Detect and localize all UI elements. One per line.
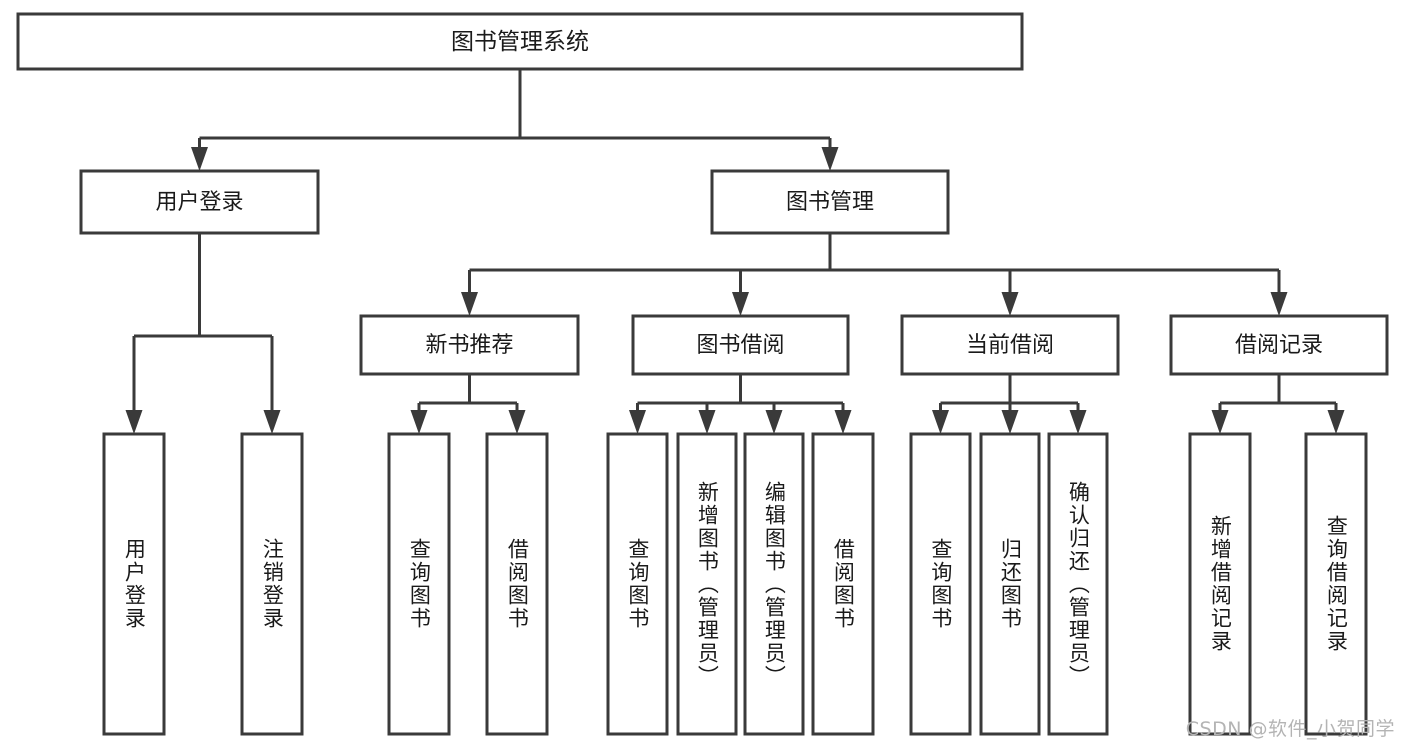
node-box-borrow-book-1[interactable] [485,432,549,736]
arrow-user-login-do-head [125,410,143,434]
node-box-query-borrow-record[interactable] [1304,432,1368,736]
node-box-root[interactable] [16,12,1024,71]
node-box-query-book-2[interactable] [606,432,669,736]
node-box-borrow-book-2[interactable] [811,432,875,736]
arrow-current-borrow-head [1001,292,1019,316]
arrow-confirm-return-head [1069,410,1087,434]
arrow-query-borrow-record-head [1327,410,1345,434]
node-box-current-borrow[interactable] [900,314,1120,376]
arrow-edit-book-head [765,410,783,434]
node-box-user-login[interactable] [79,169,320,235]
arrow-query-book-2-head [629,410,646,434]
node-box-edit-book[interactable] [743,432,805,736]
arrow-book-management-head [821,147,839,171]
arrow-user-login-head [191,147,208,171]
node-box-add-book[interactable] [676,432,738,736]
connector-layer [125,69,1345,434]
node-box-user-logout[interactable] [240,432,304,736]
box-layer [16,12,1389,736]
arrow-user-logout-head [263,410,281,434]
node-box-add-borrow-record[interactable] [1188,432,1252,736]
arrow-borrow-book-2-head [834,410,852,434]
node-label-new-book-recommend: 新书推荐 [425,333,513,358]
arrow-query-book-1-head [410,410,428,434]
node-box-query-book-3[interactable] [909,432,972,736]
arrow-book-borrow-head [732,292,749,316]
node-box-query-book-1[interactable] [387,432,451,736]
node-box-user-login-do[interactable] [102,432,166,736]
node-box-return-book[interactable] [979,432,1041,736]
node-label-book-management: 图书管理 [786,190,874,215]
arrow-query-book-3-head [932,410,949,434]
node-box-new-book-recommend[interactable] [359,314,580,376]
arrow-add-borrow-record-head [1211,410,1229,434]
node-label-current-borrow: 当前借阅 [966,333,1054,358]
node-label-user-login: 用户登录 [155,190,243,215]
arrow-new-book-recommend-head [461,292,478,316]
node-box-book-borrow[interactable] [631,314,850,376]
arrow-add-book-head [698,410,716,434]
node-label-book-borrow: 图书借阅 [696,333,784,358]
node-label-root: 图书管理系统 [451,29,589,55]
node-label-borrow-records: 借阅记录 [1235,333,1323,358]
node-box-borrow-records[interactable] [1169,314,1389,376]
arrow-borrow-book-1-head [508,410,526,434]
node-box-confirm-return[interactable] [1047,432,1109,736]
arrow-borrow-records-head [1270,292,1288,316]
node-box-book-management[interactable] [710,169,950,235]
arrow-return-book-head [1001,410,1019,434]
